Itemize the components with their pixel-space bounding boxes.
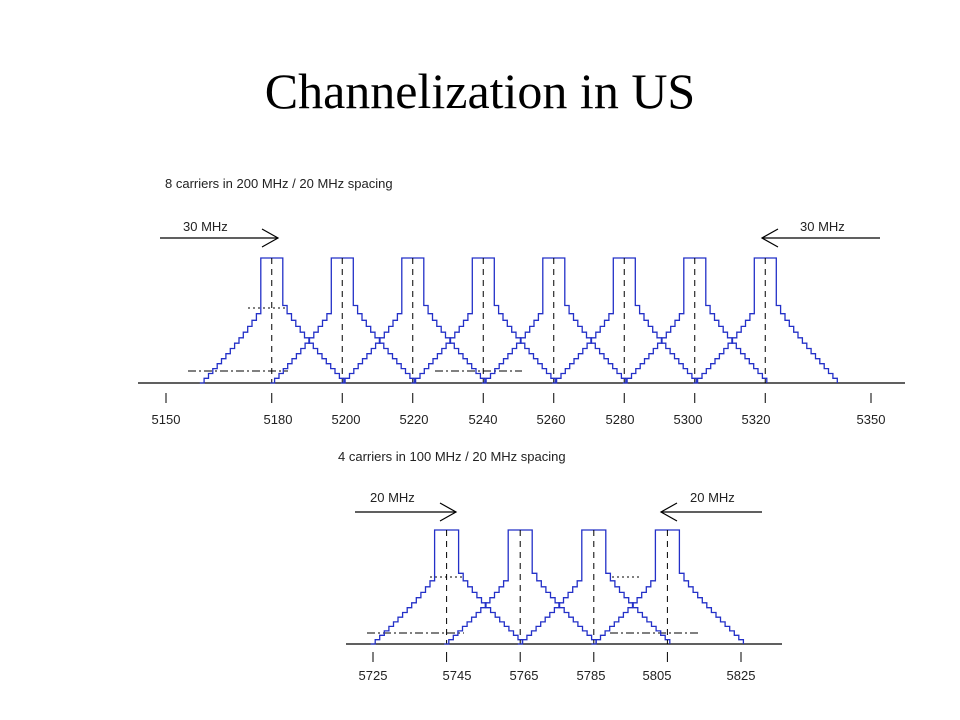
tick-label-bottom: 5785	[577, 668, 606, 683]
tick-label-top: 5180	[264, 412, 293, 427]
left-arrow-label-top: 30 MHz	[183, 219, 228, 234]
panel-bottom: 4 carriers in 100 MHz / 20 MHz spacing 2…	[338, 449, 782, 683]
tick-label-top: 5350	[857, 412, 886, 427]
tick-marks-top	[165, 393, 872, 403]
panel-top: 8 carriers in 200 MHz / 20 MHz spacing 3…	[138, 176, 905, 427]
tick-label-bottom: 5825	[727, 668, 756, 683]
carrier-spectra-bottom	[370, 529, 745, 645]
right-guard-arrow-top: 30 MHz	[760, 219, 880, 248]
carrier-spectra-top	[199, 257, 838, 384]
left-guard-arrow-top: 30 MHz	[160, 219, 280, 248]
panel-top-caption: 8 carriers in 200 MHz / 20 MHz spacing	[165, 176, 393, 191]
page-title: Channelization in US	[264, 63, 696, 119]
tick-label-top: 5320	[742, 412, 771, 427]
right-guard-arrow-bottom: 20 MHz	[659, 490, 762, 522]
tick-label-top: 5280	[606, 412, 635, 427]
tick-label-bottom: 5725	[359, 668, 388, 683]
tick-label-bottom: 5805	[643, 668, 672, 683]
tick-label-bottom: 5745	[443, 668, 472, 683]
left-guard-arrow-bottom: 20 MHz	[355, 490, 458, 522]
left-arrow-label-bottom: 20 MHz	[370, 490, 415, 505]
tick-label-top: 5240	[469, 412, 498, 427]
tick-label-top: 5260	[537, 412, 566, 427]
tick-label-top: 5300	[674, 412, 703, 427]
right-arrow-label-top: 30 MHz	[800, 219, 845, 234]
tick-label-top: 5150	[152, 412, 181, 427]
tick-label-top: 5220	[400, 412, 429, 427]
panel-bottom-caption: 4 carriers in 100 MHz / 20 MHz spacing	[338, 449, 566, 464]
right-arrow-label-bottom: 20 MHz	[690, 490, 735, 505]
tick-marks-bottom	[372, 652, 742, 662]
tick-label-top: 5200	[332, 412, 361, 427]
tick-label-bottom: 5765	[510, 668, 539, 683]
